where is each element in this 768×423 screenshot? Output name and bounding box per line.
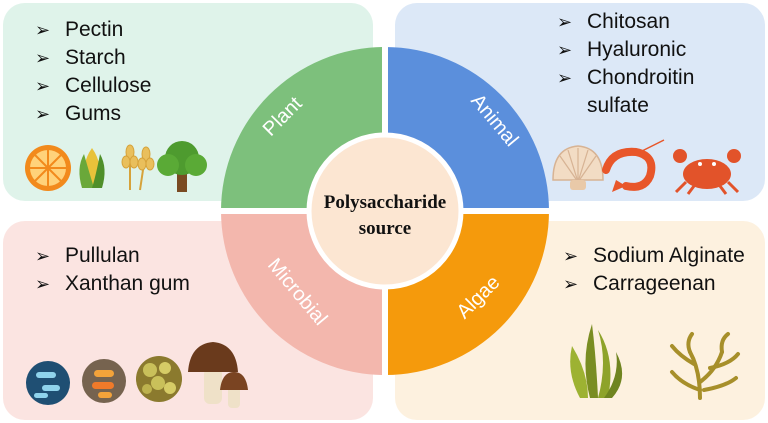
list-item: ➢Cellulose (35, 72, 151, 100)
arrow-bullet-icon: ➢ (563, 246, 579, 266)
tree-icon (157, 141, 207, 192)
animal-segment (385, 47, 549, 211)
list-item: ➢Xanthan gum (35, 270, 190, 298)
list-item: ➢Hyaluronic (557, 36, 694, 64)
center-title-line2: source (359, 218, 411, 239)
arrow-bullet-icon: ➢ (557, 12, 573, 32)
microbial-list: ➢Pullulan ➢Xanthan gum (35, 242, 190, 298)
list-item-continued: sulfate (587, 94, 649, 117)
capsule-bacteria-icon (82, 359, 126, 403)
list-item: ➢Pullulan (35, 242, 190, 270)
arrow-bullet-icon: ➢ (35, 104, 51, 124)
orange-slice-icon (25, 145, 71, 191)
arrow-bullet-icon: ➢ (35, 76, 51, 96)
list-item: ➢Sodium Alginate (563, 242, 745, 270)
arrow-bullet-icon: ➢ (35, 48, 51, 68)
shrimp-icon (602, 139, 665, 192)
list-item: ➢Chondroitin (557, 64, 694, 92)
red-seaweed-icon (670, 332, 740, 400)
list-item: ➢Carrageenan (563, 270, 745, 298)
animal-list: ➢Chitosan ➢Hyaluronic ➢Chondroitin sulfa… (557, 8, 694, 120)
arrow-bullet-icon: ➢ (557, 68, 573, 88)
microbial-segment (221, 211, 385, 375)
algae-segment (385, 211, 549, 375)
wheat-icon (121, 144, 155, 191)
arrow-bullet-icon: ➢ (35, 20, 51, 40)
seashell-icon (552, 145, 604, 190)
plant-segment (221, 47, 385, 211)
mushroom-icon (188, 342, 248, 408)
arrow-bullet-icon: ➢ (35, 246, 51, 266)
list-item: ➢Gums (35, 100, 151, 128)
list-item: ➢Starch (35, 44, 151, 72)
crab-icon (673, 149, 741, 195)
arrow-bullet-icon: ➢ (557, 40, 573, 60)
arrow-bullet-icon: ➢ (563, 274, 579, 294)
plant-list: ➢Pectin ➢Starch ➢Cellulose ➢Gums (35, 16, 151, 128)
algae-list: ➢Sodium Alginate ➢Carrageenan (563, 242, 745, 298)
yeast-cells-icon (136, 356, 182, 402)
bacteria-icon (26, 361, 70, 405)
center-circle (306, 132, 464, 290)
kelp-icon (570, 324, 623, 398)
list-item: ➢Pectin (35, 16, 151, 44)
center-title-line1: Polysaccharide (324, 192, 446, 213)
corn-icon (79, 148, 105, 188)
list-item: ➢Chitosan (557, 8, 694, 36)
arrow-bullet-icon: ➢ (35, 274, 51, 294)
